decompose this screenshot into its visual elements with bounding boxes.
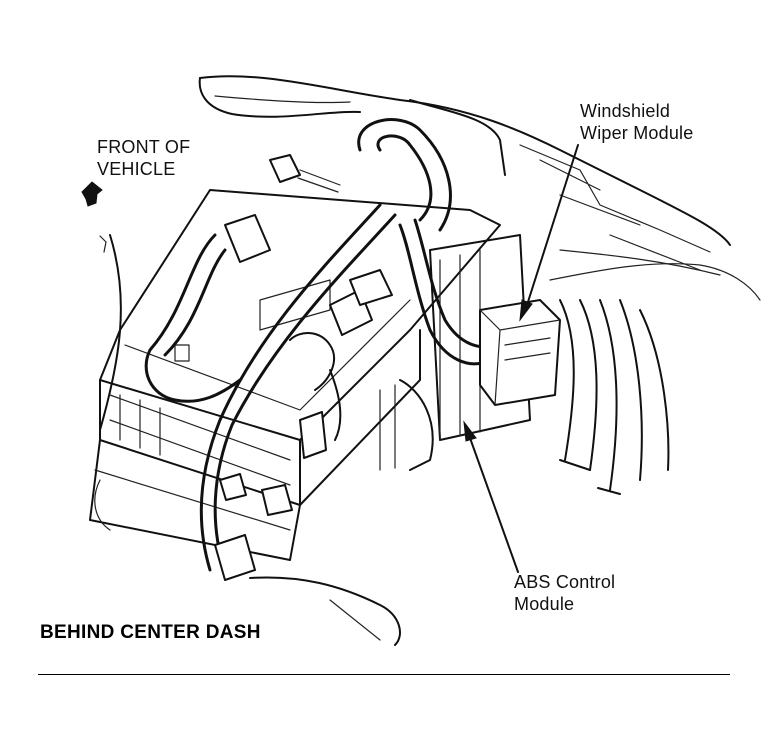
windshield-wiper-module-label: Windshield Wiper Module xyxy=(580,100,693,144)
front-direction-arrow-icon xyxy=(81,181,103,207)
module-housing xyxy=(89,189,531,561)
front-of-vehicle-line-1: FRONT OF xyxy=(97,137,191,157)
wiper-module-shape xyxy=(479,299,561,406)
front-of-vehicle-line-2: VEHICLE xyxy=(97,159,176,179)
wiper-label-line-2: Wiper Module xyxy=(580,123,694,143)
wiring-harness xyxy=(144,118,761,574)
abs-label-line-1: ABS Control xyxy=(514,572,616,592)
caption-divider xyxy=(38,674,730,675)
abs-control-module-label: ABS Control Module xyxy=(514,571,615,615)
callout-arrows xyxy=(463,144,579,573)
diagram-caption: BEHIND CENTER DASH xyxy=(40,622,261,643)
lower-panel xyxy=(94,479,401,646)
connectors xyxy=(214,154,393,581)
abs-label-line-2: Module xyxy=(514,594,575,614)
wiper-label-line-1: Windshield xyxy=(580,101,671,121)
front-of-vehicle-label: FRONT OF VEHICLE xyxy=(97,136,190,180)
